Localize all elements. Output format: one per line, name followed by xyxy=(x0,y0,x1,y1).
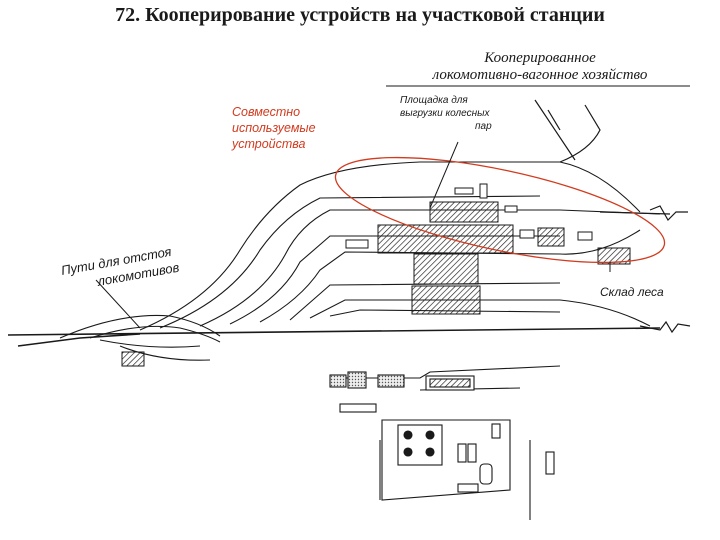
leader-lines xyxy=(95,141,611,329)
yard-buildings xyxy=(121,183,631,367)
shared-devices-label: Совместно используемые устройства xyxy=(232,105,316,151)
main-track xyxy=(7,327,661,347)
timber-depot-label: Склад леса xyxy=(600,285,664,299)
loco-tracks-label: Пути для отстоя локомотивов xyxy=(60,243,181,295)
cooperative-facility-heading: Кооперированное локомотивно-вагонное хоз… xyxy=(432,50,648,83)
lower-depot-area xyxy=(329,365,561,520)
right-exit-tracks xyxy=(534,99,691,334)
slide-title: 72. Кооперирование устройств на участков… xyxy=(115,4,605,26)
wheel-platform-label: Площадка для выгрузки колесных пар xyxy=(400,95,492,132)
left-throat-tracks xyxy=(59,161,661,361)
shared-devices-highlight xyxy=(334,156,666,264)
